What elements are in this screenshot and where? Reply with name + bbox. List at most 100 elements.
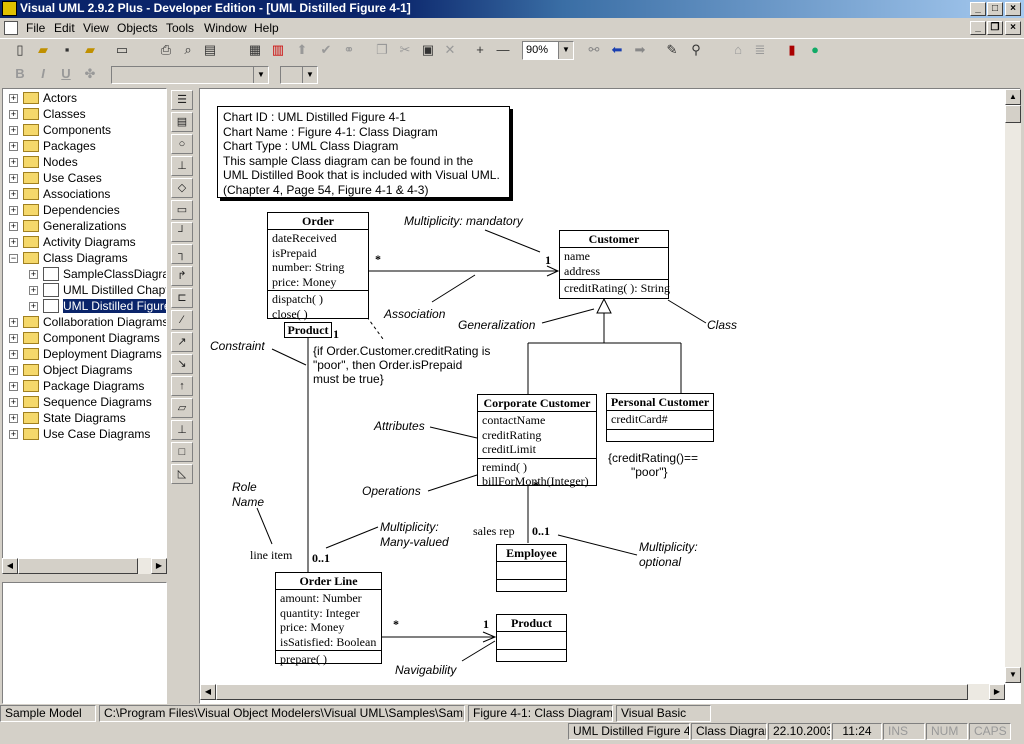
note-tool-icon[interactable]: ▱: [171, 398, 193, 418]
select-tool-icon[interactable]: ☰: [171, 90, 193, 110]
interface-tool-icon[interactable]: ○: [171, 134, 193, 154]
back-arrow-icon[interactable]: ⬅: [611, 42, 623, 57]
expand-icon[interactable]: +: [9, 189, 18, 199]
navigability-label[interactable]: Navigability: [395, 663, 457, 677]
scroll-right-icon[interactable]: ▶: [151, 558, 167, 574]
print-icon[interactable]: ⎙: [160, 42, 172, 57]
association-label[interactable]: Association: [384, 307, 446, 321]
expand-icon[interactable]: +: [29, 269, 38, 279]
canvas-vertical-scrollbar[interactable]: ▲ ▼: [1005, 89, 1021, 683]
scroll-left-icon[interactable]: ◀: [200, 684, 216, 700]
anchor-tool-icon[interactable]: ◺: [171, 464, 193, 484]
menu-help[interactable]: Help: [254, 21, 279, 35]
print-preview-icon[interactable]: ⌕: [184, 42, 192, 57]
bold-icon[interactable]: B: [15, 66, 25, 81]
properties-pane[interactable]: [2, 582, 167, 704]
expand-icon[interactable]: +: [9, 397, 18, 407]
expand-icon[interactable]: +: [9, 365, 18, 375]
up-arrow-icon[interactable]: ⬆: [296, 42, 308, 57]
zoom-in-icon[interactable]: +: [476, 42, 484, 57]
operations-label[interactable]: Operations: [362, 484, 421, 498]
menu-file[interactable]: File: [26, 21, 46, 35]
multiplicity-optional-label-1[interactable]: Multiplicity:: [639, 540, 698, 554]
minimize-button[interactable]: _: [970, 2, 986, 16]
sales-rep-label[interactable]: sales rep: [473, 524, 515, 538]
menu-tools[interactable]: Tools: [166, 21, 195, 35]
expand-icon[interactable]: +: [9, 125, 18, 135]
employee-class[interactable]: Employee: [496, 544, 567, 592]
canvas-horizontal-scrollbar[interactable]: ◀ ▶: [200, 684, 1005, 700]
home-icon[interactable]: ⌂: [734, 42, 742, 57]
expand-icon[interactable]: +: [9, 221, 18, 231]
scroll-right-icon[interactable]: ▶: [989, 684, 1005, 700]
composition-tool-icon[interactable]: ↘: [171, 354, 193, 374]
expand-icon[interactable]: +: [9, 333, 18, 343]
tree-horizontal-scrollbar[interactable]: ◀ ▶: [2, 558, 167, 574]
list-icon[interactable]: ≣: [754, 42, 766, 57]
chart-icon[interactable]: ▮: [788, 42, 796, 57]
class-tool-icon[interactable]: ▤: [171, 112, 193, 132]
paste-icon[interactable]: ▣: [421, 42, 435, 57]
link-tool-icon[interactable]: ⁄: [171, 310, 193, 330]
attributes-label[interactable]: Attributes: [374, 419, 425, 433]
doc-restore-button[interactable]: ❐: [987, 21, 1003, 35]
constraint-text-1[interactable]: {if Order.Customer.creditRating is: [313, 344, 491, 358]
role-name-label-2[interactable]: Name: [232, 495, 265, 509]
properties-icon[interactable]: ▦: [248, 42, 262, 57]
constraint-text-2[interactable]: "poor", then Order.isPrepaid: [313, 358, 463, 372]
maximize-button[interactable]: □: [987, 2, 1003, 16]
model-tree[interactable]: +Actors+Classes+Components+Packages+Node…: [2, 88, 167, 574]
expand-icon[interactable]: +: [9, 157, 18, 167]
realization-tool-icon[interactable]: ⊏: [171, 288, 193, 308]
expand-icon[interactable]: +: [9, 237, 18, 247]
aggregation-tool-icon[interactable]: ↗: [171, 332, 193, 352]
expand-icon[interactable]: +: [29, 301, 38, 311]
collapse-icon[interactable]: −: [9, 253, 18, 263]
zoom-out-icon[interactable]: —: [496, 42, 510, 57]
open-icon[interactable]: ▰: [38, 42, 48, 57]
role-name-label-1[interactable]: Role: [232, 480, 257, 494]
new-icon[interactable]: ▯: [16, 42, 24, 57]
expand-icon[interactable]: +: [9, 317, 18, 327]
check-icon[interactable]: ✔: [320, 42, 332, 57]
actor-tool-icon[interactable]: ⊥: [171, 156, 193, 176]
chevron-down-icon[interactable]: ▼: [253, 67, 268, 83]
forward-arrow-icon[interactable]: ➡: [634, 42, 646, 57]
multiplicity-optional-label-2[interactable]: optional: [639, 555, 682, 569]
save-icon[interactable]: ▪: [64, 42, 70, 57]
new-diagram-icon[interactable]: ▭: [115, 42, 129, 57]
expand-icon[interactable]: +: [9, 429, 18, 439]
page-setup-icon[interactable]: ▤: [203, 42, 217, 57]
cut-icon[interactable]: ✂: [399, 42, 411, 57]
rectangle-tool-icon[interactable]: □: [171, 442, 193, 462]
chevron-down-icon[interactable]: ▼: [302, 67, 317, 83]
expand-icon[interactable]: +: [9, 349, 18, 359]
link-icon[interactable]: ⚭: [343, 42, 355, 57]
search-icon[interactable]: ⚲: [691, 42, 701, 57]
globe-icon[interactable]: ●: [811, 42, 819, 57]
dependency-tool-icon[interactable]: ┐: [171, 244, 193, 264]
menu-view[interactable]: View: [83, 21, 109, 35]
vertical-scroll-thumb[interactable]: [1005, 105, 1021, 123]
font-select[interactable]: ▼: [111, 66, 269, 84]
delete-icon[interactable]: ✕: [444, 42, 456, 57]
doc-minimize-button[interactable]: _: [970, 21, 986, 35]
product-qualifier[interactable]: Product: [284, 322, 332, 338]
constraint-label[interactable]: Constraint: [210, 339, 265, 353]
zoom-select[interactable]: 90% ▼: [522, 41, 574, 60]
credit-constraint-1[interactable]: {creditRating()==: [608, 451, 699, 465]
size-select[interactable]: ▼: [280, 66, 318, 84]
expand-icon[interactable]: +: [9, 381, 18, 391]
association-tool-icon[interactable]: ┘: [171, 222, 193, 242]
personal-customer-class[interactable]: Personal Customer creditCard#: [606, 393, 714, 442]
constraint-text-3[interactable]: must be true}: [313, 372, 384, 386]
scroll-down-icon[interactable]: ▼: [1005, 667, 1021, 683]
decision-tool-icon[interactable]: ◇: [171, 178, 193, 198]
scroll-left-icon[interactable]: ◀: [2, 558, 18, 574]
italic-icon[interactable]: I: [41, 66, 45, 81]
scroll-thumb[interactable]: [18, 558, 138, 574]
class-label[interactable]: Class: [707, 318, 738, 332]
